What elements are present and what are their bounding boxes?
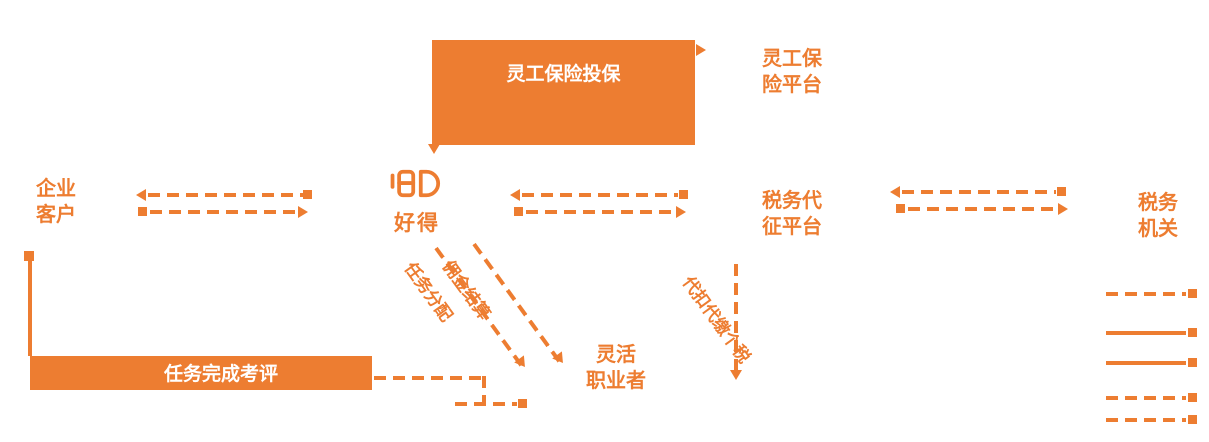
- node-tax-authority-line2: 机关: [1138, 218, 1178, 240]
- endpoint-square: [1188, 328, 1197, 337]
- legend-line: [1106, 361, 1186, 365]
- connector-line: [482, 376, 486, 406]
- haode-logo: 好得: [384, 168, 450, 237]
- node-insurance-line1: 灵工保: [762, 48, 822, 70]
- legend-line: [1106, 396, 1186, 400]
- insurance-banner: 灵工保险投保: [432, 40, 695, 145]
- arrow-right-icon: [676, 206, 686, 218]
- connector-line: [374, 376, 484, 380]
- arrow-left-icon: [136, 189, 146, 201]
- node-tax-agent-platform: 税务代 征平台: [750, 188, 834, 240]
- legend-line: [1106, 418, 1186, 422]
- connector-line: [148, 193, 304, 197]
- endpoint-square: [518, 399, 527, 408]
- task-review-label: 任务完成考评: [164, 364, 279, 385]
- legend-line: [1106, 331, 1186, 335]
- arrow-down-icon: [730, 370, 742, 380]
- haode-logo-text: 好得: [394, 212, 440, 235]
- connector-line: [908, 207, 1058, 211]
- connector-line: [28, 261, 32, 356]
- edge-label-tax-withhold: 代扣代缴个税: [678, 272, 754, 367]
- endpoint-square: [1188, 393, 1197, 402]
- endpoint-square: [679, 190, 688, 199]
- endpoint-square: [303, 190, 312, 199]
- node-workers-line2: 职业者: [586, 370, 646, 392]
- arrow-right-icon: [298, 206, 308, 218]
- connector-line: [150, 210, 298, 214]
- node-enterprise-line1: 企业: [36, 178, 76, 200]
- endpoint-square: [514, 207, 523, 216]
- node-insurance-line2: 险平台: [762, 74, 822, 96]
- connector-line: [734, 264, 738, 372]
- endpoint-square: [24, 251, 34, 261]
- node-tax-authority-line1: 税务: [1138, 192, 1178, 214]
- connector-line: [455, 402, 517, 406]
- legend-line: [1106, 292, 1186, 296]
- endpoint-square: [138, 207, 147, 216]
- arrow-left-icon: [510, 189, 520, 201]
- arrow-down-icon: [428, 144, 440, 154]
- connector-line: [902, 190, 1056, 194]
- endpoint-square: [1188, 358, 1197, 367]
- arrow-right-icon: [696, 44, 706, 56]
- node-tax-authority: 税务 机关: [1126, 190, 1190, 242]
- task-review-bar: 任务完成考评: [30, 356, 372, 390]
- arrow-left-icon: [890, 186, 900, 198]
- node-workers-line1: 灵活: [596, 344, 636, 366]
- node-enterprise-line2: 客户: [36, 204, 76, 226]
- insurance-banner-label: 灵工保险投保: [506, 64, 621, 85]
- node-enterprise-customer: 企业 客户: [28, 176, 84, 228]
- connector-line: [526, 210, 676, 214]
- arrow-right-icon: [1058, 203, 1068, 215]
- connector-line: [522, 193, 678, 197]
- endpoint-square: [1057, 187, 1066, 196]
- endpoint-square: [896, 204, 905, 213]
- haode-logo-icon: [390, 169, 440, 198]
- node-tax-agent-line2: 征平台: [762, 216, 822, 238]
- node-tax-agent-line1: 税务代: [762, 190, 822, 212]
- node-insurance-platform: 灵工保 险平台: [752, 46, 832, 98]
- node-flexible-workers: 灵活 职业者: [582, 342, 650, 394]
- endpoint-square: [1188, 415, 1197, 424]
- endpoint-square: [1188, 289, 1197, 298]
